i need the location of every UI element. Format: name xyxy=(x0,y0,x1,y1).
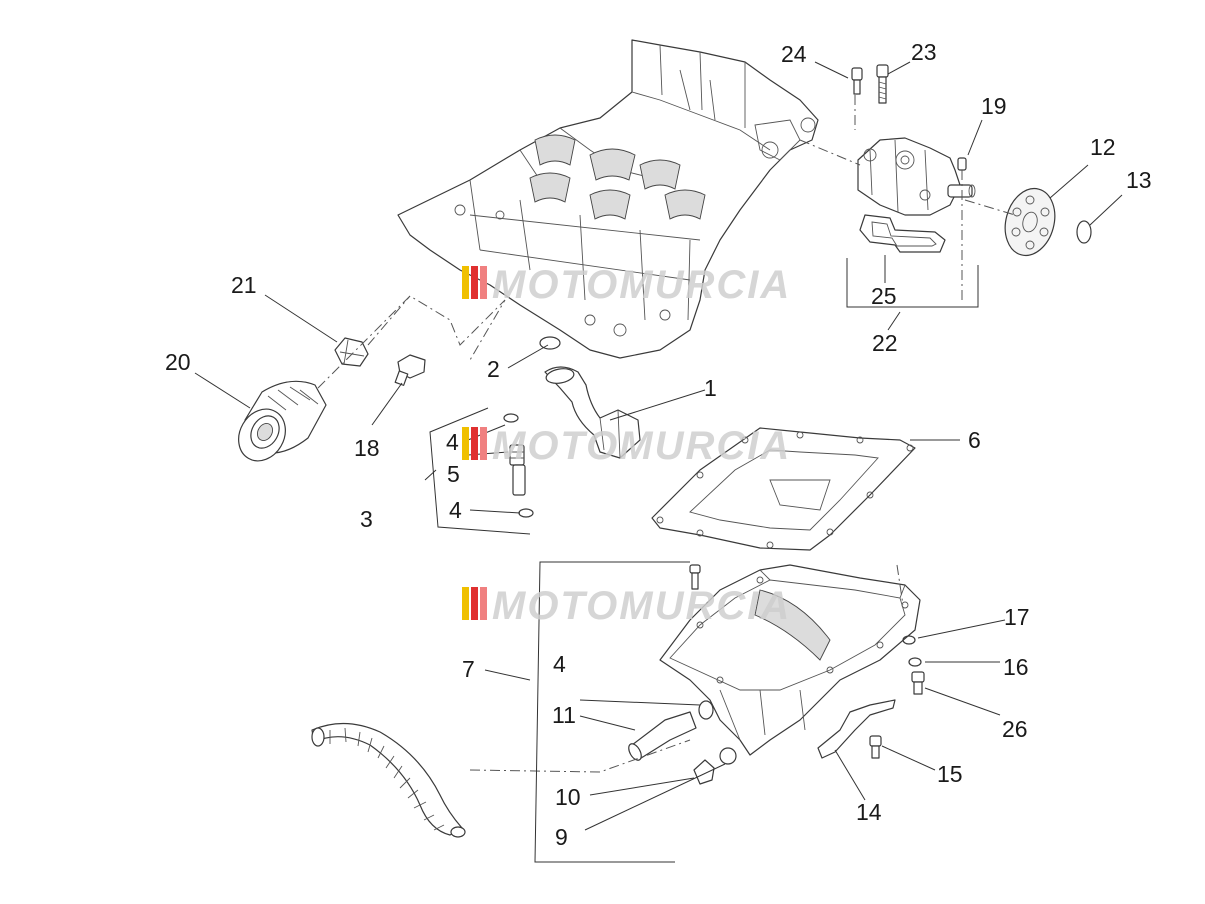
callout-13: 13 xyxy=(1126,167,1152,193)
pump-screw-24 xyxy=(851,67,863,95)
watermark-stripe-red xyxy=(471,427,478,460)
callout-17: 17 xyxy=(1004,604,1030,630)
callout-4: 4 xyxy=(553,651,566,677)
callout-1: 1 xyxy=(704,375,717,401)
callout-26: 26 xyxy=(1002,716,1028,742)
callout-24: 24 xyxy=(781,41,807,67)
callout-6: 6 xyxy=(968,427,981,453)
watermark-stripe-red xyxy=(471,266,478,299)
pump-gasket xyxy=(859,214,946,253)
dowel-pin-19 xyxy=(957,157,967,171)
callout-23: 23 xyxy=(911,39,937,65)
crankcase xyxy=(397,39,819,359)
callout-5: 5 xyxy=(447,461,460,487)
watermark-text: MOTOMURCIA xyxy=(492,584,791,628)
watermark-stripe-yellow xyxy=(462,427,469,460)
oil-level-sensor-11 xyxy=(628,711,697,761)
callout-15: 15 xyxy=(937,761,963,787)
plug-10 xyxy=(693,759,715,785)
watermark-stripe-pink xyxy=(480,266,487,299)
watermark-bottom: MOTOMURCIA xyxy=(462,584,791,628)
callout-labels: 1 2 3 4 4 4 5 6 7 9 10 11 12 13 14 15 16… xyxy=(165,39,1152,850)
watermark-stripe-yellow xyxy=(462,266,469,299)
pump-gear-12 xyxy=(1004,187,1056,257)
callout-25: 25 xyxy=(871,283,897,309)
callout-22: 22 xyxy=(872,330,898,356)
watermark-stripe-pink xyxy=(480,587,487,620)
callout-14: 14 xyxy=(856,799,882,825)
oil-sump xyxy=(659,564,921,756)
callout-3: 3 xyxy=(360,506,373,532)
callout-4: 4 xyxy=(449,497,462,523)
circlip-13 xyxy=(1076,220,1092,244)
callout-11: 11 xyxy=(552,702,576,728)
watermark-stripe-red xyxy=(471,587,478,620)
leader-lines xyxy=(194,61,1123,831)
washer-17 xyxy=(902,635,916,645)
sump-gasket-6 xyxy=(651,427,916,551)
callout-19: 19 xyxy=(981,93,1007,119)
callout-7: 7 xyxy=(462,656,475,682)
callout-12: 12 xyxy=(1090,134,1116,160)
sump-bolt xyxy=(689,564,701,590)
oil-pump xyxy=(857,137,976,216)
callout-4: 4 xyxy=(446,429,459,455)
o-ring-4-lower xyxy=(518,508,534,518)
callout-9: 9 xyxy=(555,824,568,850)
o-ring-9 xyxy=(719,747,737,765)
callout-2: 2 xyxy=(487,356,500,382)
watermark-text: MOTOMURCIA xyxy=(492,263,791,307)
watermark-stripe-yellow xyxy=(462,587,469,620)
watermark-text: MOTOMURCIA xyxy=(492,424,791,468)
washer-16 xyxy=(908,657,922,667)
watermark-stripe-pink xyxy=(480,427,487,460)
relief-valve-5 xyxy=(509,444,526,496)
bolt-15 xyxy=(869,735,882,759)
oil-filter xyxy=(238,380,327,462)
o-ring-4-upper xyxy=(503,413,519,423)
filter-nipple-21 xyxy=(334,337,369,367)
callout-20: 20 xyxy=(165,349,191,375)
assembly-lines xyxy=(317,95,1016,863)
oil-pressure-sensor-18 xyxy=(394,354,426,386)
pump-screw-23 xyxy=(876,64,889,104)
callout-16: 16 xyxy=(1003,654,1029,680)
callout-18: 18 xyxy=(354,435,380,461)
breather-hose xyxy=(311,722,466,838)
watermark-top: MOTOMURCIA xyxy=(462,263,791,307)
watermark-middle: MOTOMURCIA xyxy=(462,424,791,468)
drain-bolt-26 xyxy=(911,671,925,695)
callout-10: 10 xyxy=(555,784,581,810)
oil-pickup-1 xyxy=(544,366,641,459)
callout-21: 21 xyxy=(231,272,257,298)
o-ring-4-sump xyxy=(698,700,714,720)
bracket-14 xyxy=(817,699,896,759)
o-ring-2 xyxy=(539,336,561,350)
